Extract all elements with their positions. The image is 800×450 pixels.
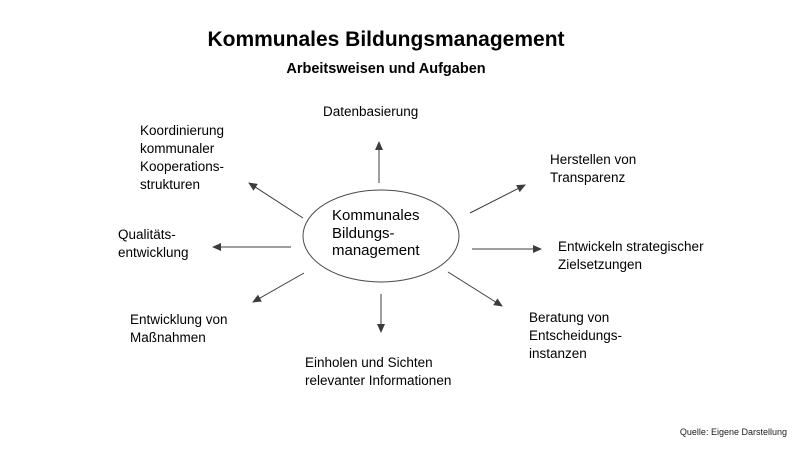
node-qualitaetsentwicklung: Qualitäts- entwicklung: [118, 227, 189, 260]
arrow-lower-left-entwicklung: [252, 272, 305, 303]
node-beratung-von-entscheidungsinstanzen: Beratung von Entscheidungs- instanzen: [529, 310, 623, 361]
page-subtitle: Arbeitsweisen und Aufgaben: [286, 61, 486, 77]
node-herstellen-von-transparenz: Herstellen von Transparenz: [550, 152, 637, 185]
node-koordinierung-kommunaler-kooperationsstrukturen: Koordinierung kommunaler Kooperations- s…: [140, 123, 225, 192]
node-datenbasierung: Datenbasierung: [323, 104, 419, 119]
arrow-upper-right-transparenz: [469, 184, 526, 214]
node-entwickeln-strategischer-zielsetzungen: Entwickeln strategischer Zielsetzungen: [558, 239, 704, 272]
arrow-upper-left-koordinierung: [248, 182, 304, 219]
node-einholen-und-sichten: Einholen und Sichten relevanter Informat…: [305, 355, 452, 388]
center-ellipse: [302, 189, 460, 283]
center-node-label: Kommunales Bildungs- management: [332, 207, 420, 259]
arrow-lower-right-beratung: [447, 271, 503, 307]
page-title: Kommunales Bildungsmanagement: [207, 28, 565, 51]
source-attribution: Quelle: Eigene Darstellung: [679, 427, 787, 437]
node-entwicklung-von-massnahmen: Entwicklung von Maßnahmen: [130, 312, 228, 345]
